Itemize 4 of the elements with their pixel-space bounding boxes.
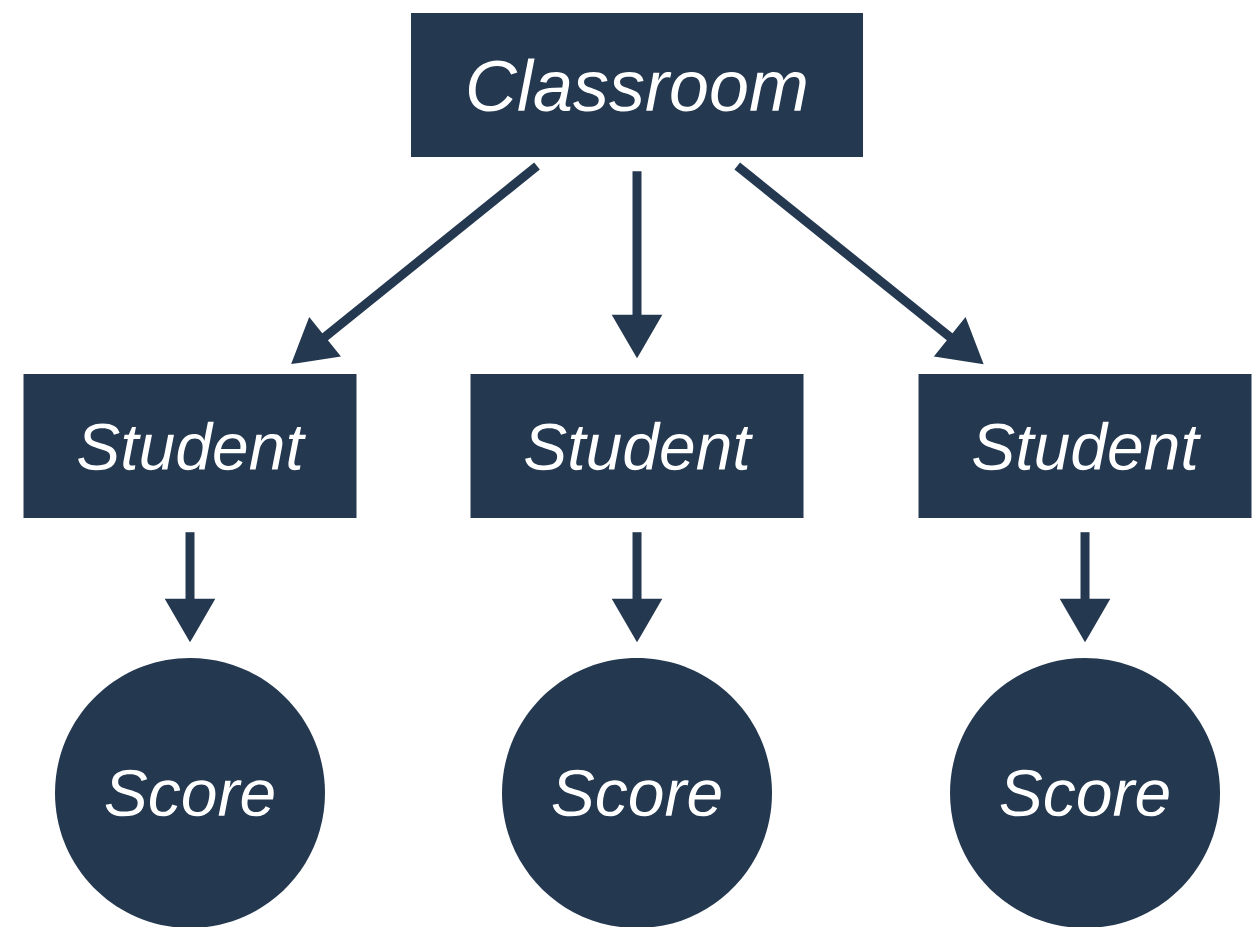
box: Student (470, 374, 804, 518)
box: Student (23, 374, 357, 518)
box: Classroom (411, 13, 863, 157)
box: Student (918, 374, 1252, 518)
